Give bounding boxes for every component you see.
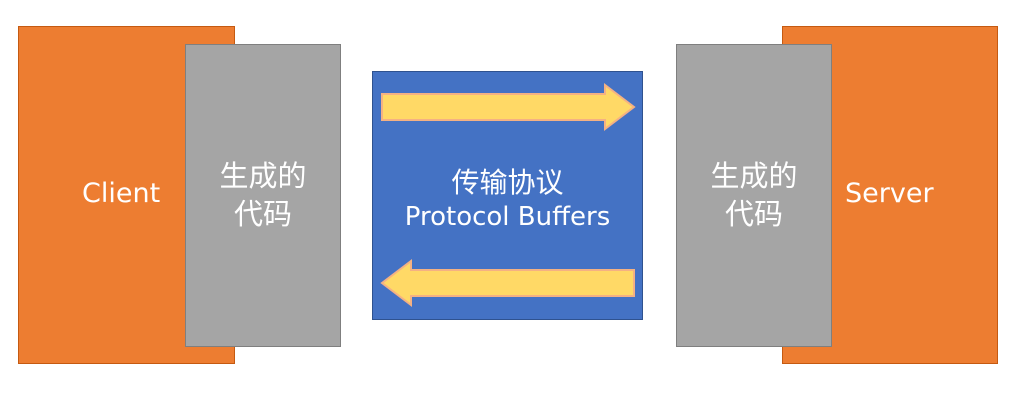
- protocol-subtitle: Protocol Buffers: [404, 202, 611, 232]
- server-generated-code-label: 生成的 代码: [710, 158, 798, 231]
- arrow-left-icon: [380, 258, 635, 308]
- client-label: Client: [82, 178, 161, 209]
- server-label: Server: [845, 178, 934, 209]
- protocol-title: 传输协议: [451, 166, 564, 199]
- arrow-right-icon: [381, 82, 636, 132]
- client-generated-code-label: 生成的 代码: [219, 158, 307, 231]
- client-generated-code-box: 生成的 代码: [185, 44, 341, 347]
- server-generated-code-box: 生成的 代码: [676, 44, 832, 347]
